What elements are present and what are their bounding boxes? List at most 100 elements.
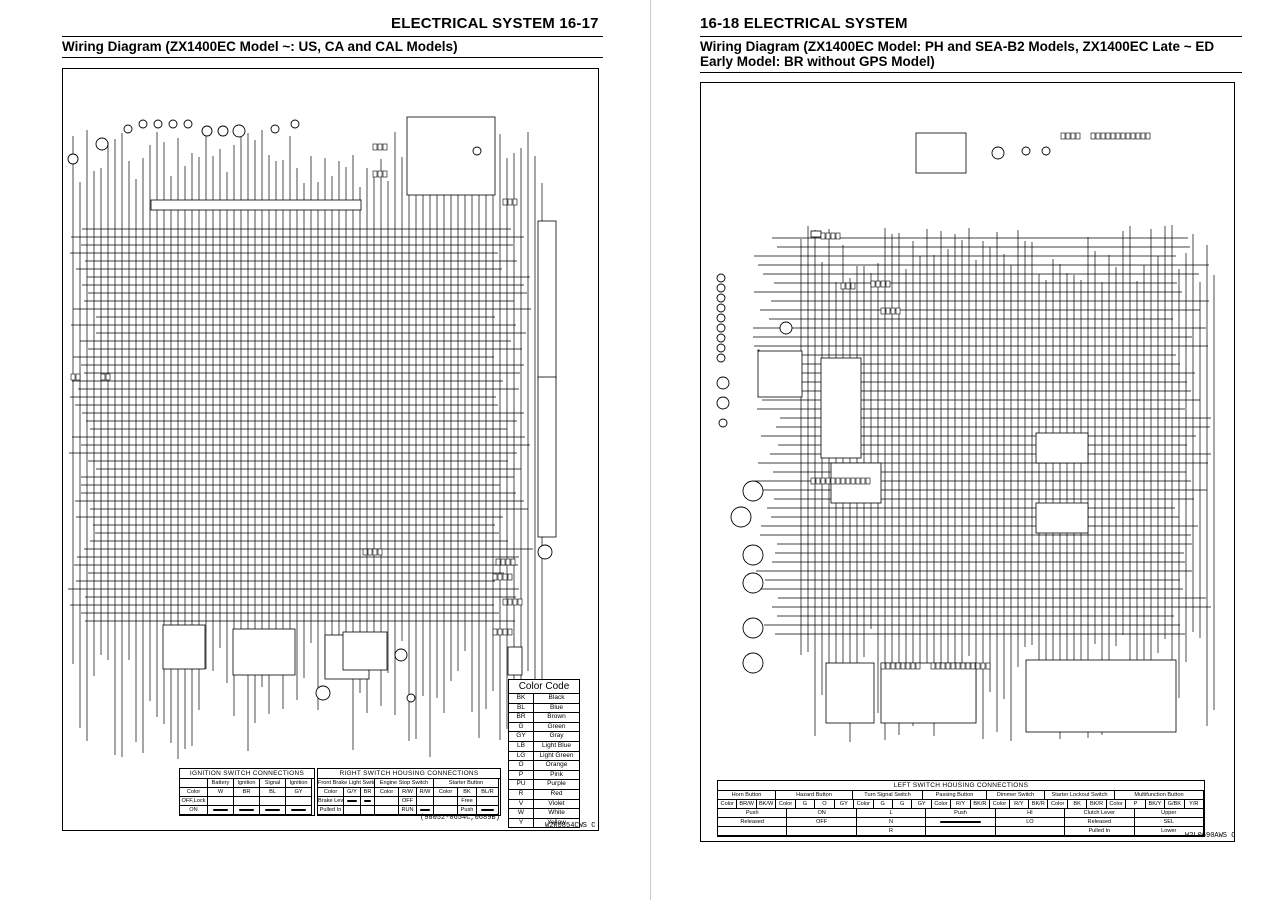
component-circle [217, 125, 229, 137]
left-switch-group-header: Hazard Button [776, 791, 853, 800]
connector-pin [835, 232, 841, 240]
component-circle [315, 685, 331, 701]
left-switch-state: LO [995, 818, 1066, 827]
connector-pin [367, 548, 373, 556]
ignition-wire-color: W [208, 788, 234, 797]
left-switch-state: Released [718, 818, 788, 827]
color-code-name: Yellow [547, 818, 566, 826]
left-switch-state: Clutch Lever [1065, 809, 1135, 818]
connector-pin [910, 662, 916, 670]
connector-pin [502, 628, 508, 636]
left-switch-group-header: Multifunction Button [1115, 791, 1204, 800]
switch-cell [375, 797, 399, 806]
switch-wire-color: BL/R [477, 788, 499, 797]
ignition-col-header: Ignition [286, 779, 312, 788]
switch-cell [344, 806, 361, 815]
left-switch-wire-color: BK/R [1087, 800, 1107, 809]
component-circle [742, 480, 764, 502]
component-circle [716, 376, 730, 390]
color-code-abbr: PU [509, 780, 534, 789]
component-circle [138, 119, 148, 129]
component-block [1035, 502, 1089, 534]
connector-pin [970, 662, 976, 670]
color-code-name: Light Blue [542, 741, 571, 749]
left-switch-wire-color: BK/W [756, 800, 777, 809]
switch-cell [477, 806, 499, 815]
left-switch-state: R [856, 827, 927, 836]
component-circle [290, 119, 300, 129]
connector-pin [890, 662, 896, 670]
connector-pin [980, 662, 986, 670]
left-switch-state: Pulled In [1065, 827, 1135, 836]
color-code-name: Blue [549, 703, 563, 711]
component-circle [718, 418, 728, 428]
left-switch-state: Push [926, 809, 996, 818]
connector-pin [372, 170, 378, 178]
connector-pin [1095, 132, 1101, 140]
connector-pin [517, 598, 523, 606]
left-ref-number: (98052-0654C,0689B) [420, 814, 500, 822]
connector-pin [830, 477, 836, 485]
component-circle [730, 506, 752, 528]
left-switch-wire-color: G [892, 800, 913, 809]
switch-wire-color: R/W [399, 788, 417, 797]
connector-pin [505, 558, 511, 566]
connector-pin [377, 170, 383, 178]
switch-wire-color: R/W [417, 788, 434, 797]
component-block [232, 628, 296, 676]
component-circle [716, 396, 730, 410]
left-switch-wire-color: O [815, 800, 835, 809]
component-circle [67, 153, 79, 165]
left-switch-wire-color: P [1126, 800, 1146, 809]
connector-pin [845, 477, 851, 485]
connector-pin [965, 662, 971, 670]
header-rule [62, 36, 603, 37]
connector-pin [835, 477, 841, 485]
component-circle [716, 273, 726, 283]
connector-pin [860, 477, 866, 485]
connector-pin [512, 198, 518, 206]
component-circle [716, 303, 726, 313]
left-drawing-code: W2R0854CWS C [545, 822, 596, 830]
left-switch-cell [787, 827, 857, 836]
ignition-connection-bar [286, 806, 312, 815]
left-wiring-diagram [62, 68, 599, 831]
switch-cell: RUN [399, 806, 417, 815]
left-switch-state: ON [787, 809, 857, 818]
component-block [810, 230, 822, 238]
connector-pin [1130, 132, 1136, 140]
connector-pin [945, 662, 951, 670]
connector-pin [492, 628, 498, 636]
connector-pin [382, 143, 388, 151]
connector-pin [377, 548, 383, 556]
connector-pin [1100, 132, 1106, 140]
connector-pin [900, 662, 906, 670]
switch-cell [477, 797, 499, 806]
left-switch-wire-color: R/Y [951, 800, 971, 809]
left-switch-cell [926, 827, 996, 836]
ignition-wire-color: Color [180, 788, 208, 797]
switch-cell [434, 797, 458, 806]
left-switch-state: L [856, 809, 927, 818]
switch-wire-color: BR [361, 788, 375, 797]
left-switch-wire-color: Color [1106, 800, 1127, 809]
color-code-name: Black [548, 694, 565, 701]
connector-pin [820, 477, 826, 485]
connector-pin [960, 662, 966, 670]
left-switch-housing-table: LEFT SWITCH HOUSING CONNECTIONS Horn But… [717, 780, 1205, 837]
connector-pin [1140, 132, 1146, 140]
connector-pin [1060, 132, 1066, 140]
switch-cell: Brake Lever [318, 797, 344, 806]
left-switch-wire-color: BK [1067, 800, 1088, 809]
color-code-name: Light Green [539, 751, 574, 759]
ignition-cell [286, 797, 312, 806]
connector-pin [850, 282, 856, 290]
ignition-col-header [180, 779, 208, 788]
color-code-abbr: LB [509, 741, 534, 751]
